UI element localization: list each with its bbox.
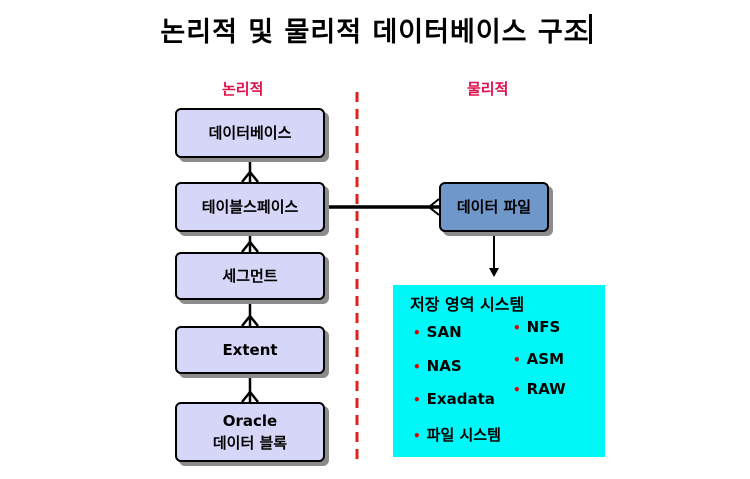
diagram-title: 논리적 및 물리적 데이터베이스 구조 [160,17,590,48]
physical-label: 물리적 [467,80,509,98]
box-data-file: 데이터 파일 [439,182,549,232]
storage-item-nas: •NAS [413,357,462,375]
storage-item-asm: •ASM [513,350,565,368]
link-database-tablespace [241,158,259,183]
text-cursor [589,14,592,44]
box-extent: Extent [175,326,325,374]
link-tablespace-segment [241,232,259,253]
storage-item-exadata: •Exadata [413,390,495,408]
storage-item-san: •SAN [413,323,462,341]
storage-item-nfs: •NFS [513,318,561,336]
box-oracle-block: Oracle 데이터 블록 [175,402,325,462]
link-extent-block [241,374,259,403]
storage-title: 저장 영역 시스템 [410,295,525,314]
storage-item-raw: •RAW [513,380,566,398]
storage-system-panel: 저장 영역 시스템 •SAN •NAS •Exadata •파일 시스템 •NF… [393,285,605,457]
link-segment-extent [241,300,259,327]
box-tablespace: 테이블스페이스 [175,182,325,232]
box-database: 데이터베이스 [175,108,325,158]
link-tablespace-datafile [323,198,440,216]
storage-item-filesystem: •파일 시스템 [413,426,501,444]
link-datafile-storage [489,232,499,277]
box-segment: 세그먼트 [175,252,325,300]
logical-label: 논리적 [222,80,264,98]
